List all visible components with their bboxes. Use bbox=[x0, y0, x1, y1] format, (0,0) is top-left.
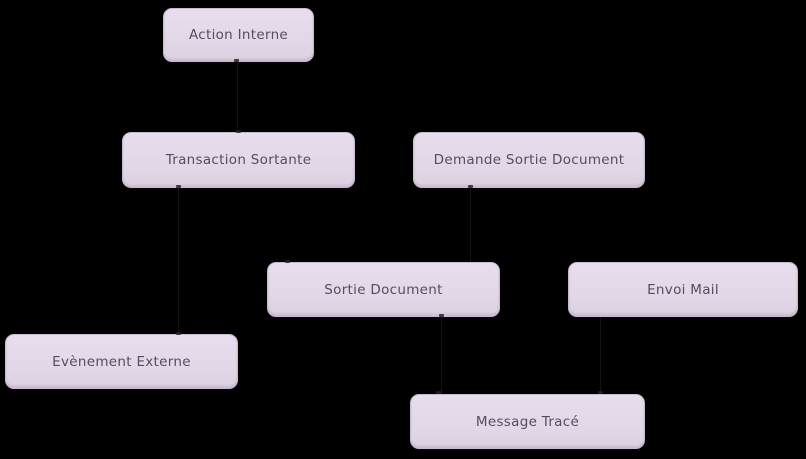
node-envoi-mail[interactable]: Envoi Mail bbox=[568, 262, 798, 317]
connector-anchor bbox=[598, 391, 603, 394]
connector-action-interne-to-transaction-sortante bbox=[237, 62, 238, 132]
connector-transaction-sortante-to-evenement-externe bbox=[178, 188, 179, 334]
node-envoi-mail-label: Envoi Mail bbox=[647, 281, 719, 298]
connector-anchor bbox=[176, 332, 181, 335]
node-evenement-externe-label: Evènement Externe bbox=[52, 353, 191, 370]
connector-anchor bbox=[234, 59, 239, 62]
node-sortie-document-label: Sortie Document bbox=[324, 281, 443, 298]
node-demande-sortie-document[interactable]: Demande Sortie Document bbox=[413, 132, 645, 188]
node-evenement-externe[interactable]: Evènement Externe bbox=[5, 334, 238, 389]
connector-envoi-mail-to-message-trace bbox=[600, 317, 601, 394]
connector-anchor bbox=[439, 314, 444, 317]
node-transaction-sortante[interactable]: Transaction Sortante bbox=[122, 132, 355, 188]
node-demande-sortie-document-label: Demande Sortie Document bbox=[433, 152, 625, 168]
node-message-trace[interactable]: Message Tracé bbox=[410, 394, 645, 449]
connector-anchor bbox=[236, 130, 241, 133]
connector-anchor bbox=[176, 185, 181, 188]
connector-sortie-document-to-message-trace bbox=[441, 317, 442, 394]
connector-anchor bbox=[468, 185, 473, 188]
connector-anchor bbox=[285, 260, 290, 263]
node-transaction-sortante-label: Transaction Sortante bbox=[165, 152, 312, 168]
connector-anchor bbox=[436, 391, 441, 394]
connector-demande-sortie-document-to-sortie-document bbox=[470, 188, 471, 262]
node-sortie-document[interactable]: Sortie Document bbox=[267, 262, 500, 317]
node-message-trace-label: Message Tracé bbox=[475, 413, 580, 430]
node-action-interne-label: Action Interne bbox=[188, 27, 289, 43]
node-action-interne[interactable]: Action Interne bbox=[163, 8, 314, 62]
